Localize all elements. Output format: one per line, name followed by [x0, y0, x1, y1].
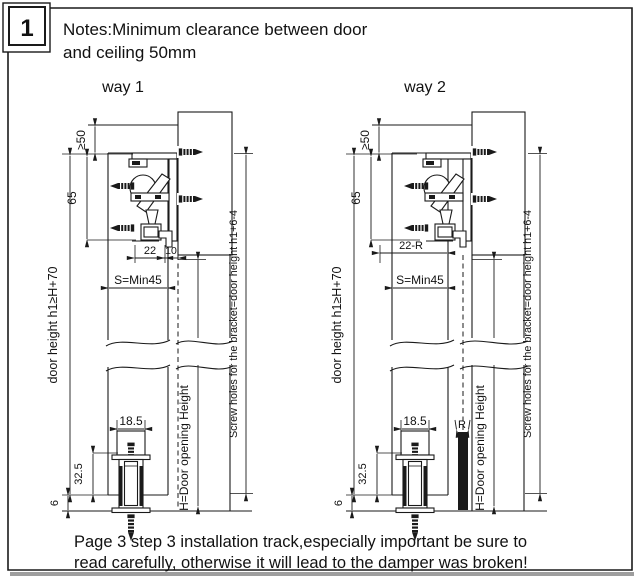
dim-guide-width: 18.5: [119, 414, 143, 428]
dim-track-offset: 22-R: [399, 240, 423, 252]
dim-ceiling-clearance: ≥50: [74, 130, 88, 150]
wall-section: [471, 111, 526, 256]
dim-opening-height: H=Door opening Height: [473, 384, 487, 510]
dim-floor-clearance: 6: [49, 500, 61, 506]
dim-hanger-height: 65: [65, 191, 79, 205]
dim-guide-width: 18.5: [403, 414, 427, 428]
dim-door-height: door height h1≥H+70: [46, 266, 60, 383]
dim-guide-height: 32.5: [73, 463, 85, 484]
track-hanger-mechanism: [128, 152, 178, 248]
way1-label: way 1: [101, 79, 144, 96]
floor-guide: [112, 431, 150, 541]
way2-label: way 2: [403, 79, 446, 96]
door-screw-icon: [110, 224, 135, 232]
dim-bracket-holes: Screw holes for the bracket=door height …: [522, 210, 534, 438]
figure-number-outer-box: [2, 2, 51, 53]
dim-side-min: S=Min45: [396, 273, 444, 287]
caption-line-1: Page 3 step 3 installation track,especia…: [74, 533, 527, 551]
dim-riser: R: [458, 419, 466, 431]
page-border: [7, 7, 633, 571]
dim-wall-gap: 10: [165, 245, 177, 257]
wall-section: [177, 111, 233, 256]
page-shadow: [10, 572, 634, 576]
door-screw-icon: [404, 224, 429, 232]
riser-spacer: [458, 432, 468, 510]
dim-guide-height: 32.5: [357, 463, 369, 484]
dim-hanger-height: 65: [349, 191, 363, 205]
dim-door-height: door height h1≥H+70: [330, 266, 344, 383]
dim-track-offset: 22: [144, 245, 156, 257]
dim-side-min: S=Min45: [114, 273, 162, 287]
way2-diagram: ≥50 65 door height h1≥H+70 22-R S=Min45 …: [330, 111, 547, 541]
floor-guide: [396, 431, 434, 541]
notes-line-2: and ceiling 50mm: [63, 43, 196, 62]
track-hanger-mechanism: [422, 152, 472, 248]
dim-floor-clearance: 6: [333, 500, 345, 506]
dim-bracket-holes: Screw holes for the bracket=door height …: [228, 210, 240, 438]
dim-ceiling-clearance: ≥50: [358, 130, 372, 150]
notes-line-1: Notes:Minimum clearance between door: [63, 20, 368, 39]
caption-line-2: read carefully, otherwise it will lead t…: [74, 554, 528, 572]
figure-number-box: [8, 6, 46, 46]
way1-diagram: ≥50 65 door height h1≥H+70 22 10 S=Min45…: [46, 111, 253, 541]
dim-opening-height: H=Door opening Height: [177, 384, 191, 510]
figure-number: 1: [20, 15, 33, 42]
